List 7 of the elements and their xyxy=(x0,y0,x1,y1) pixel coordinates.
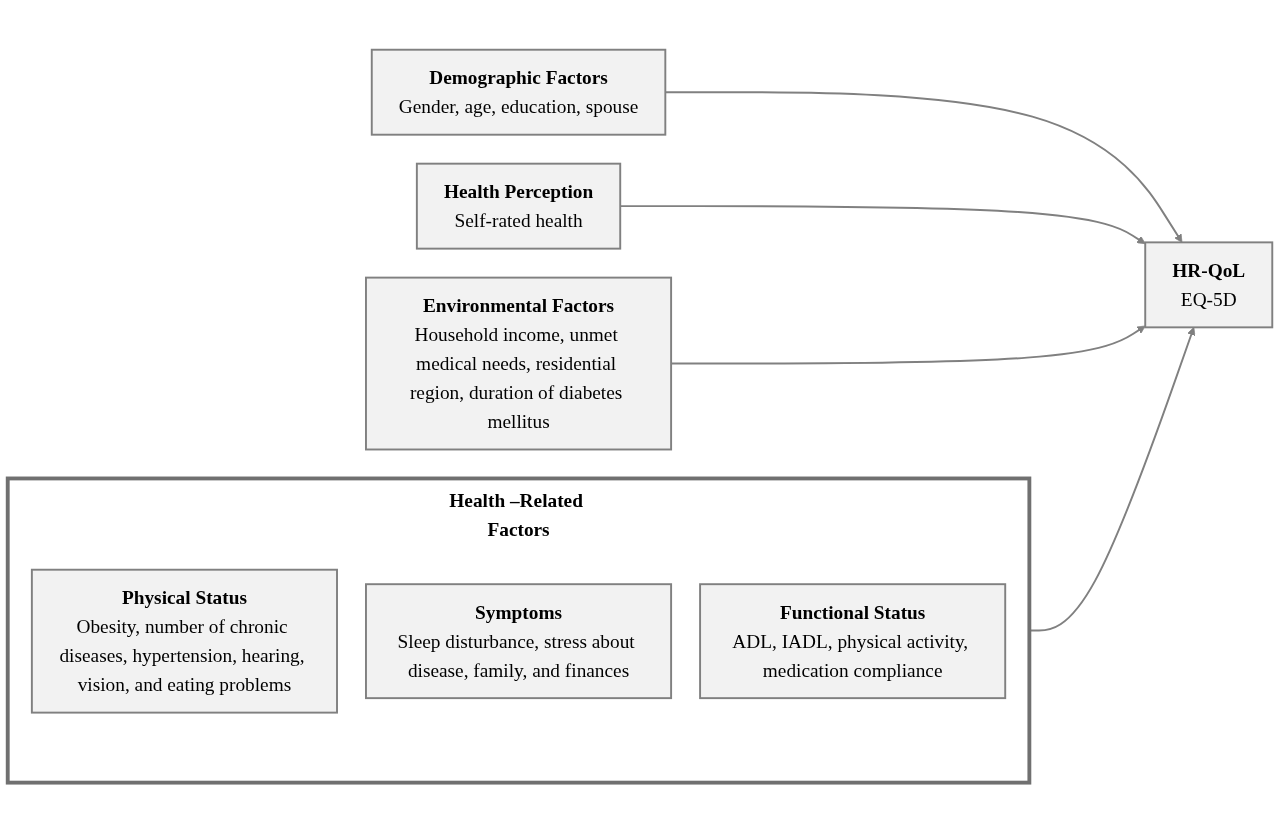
node-box: Functional Status ADL, IADL, physical activity, medication compliance xyxy=(699,583,1007,700)
node-box: Physical Status Obesity, number of chronic diseases, hypertension, hearing, vision, and eating problems xyxy=(30,569,338,714)
node-box: Health Perception Self-rated health xyxy=(415,163,622,250)
node-box: Environmental Factors Household income, unmet medical needs, residential region, duration of diabetes mellitus xyxy=(365,276,673,451)
node-box: Demographic Factors Gender, age, education, spouse xyxy=(370,49,667,136)
node-box: HR-QoL EQ-5D xyxy=(1144,241,1274,329)
node-box: Symptoms Sleep disturbance, stress about disease, family, and finances xyxy=(365,583,673,700)
